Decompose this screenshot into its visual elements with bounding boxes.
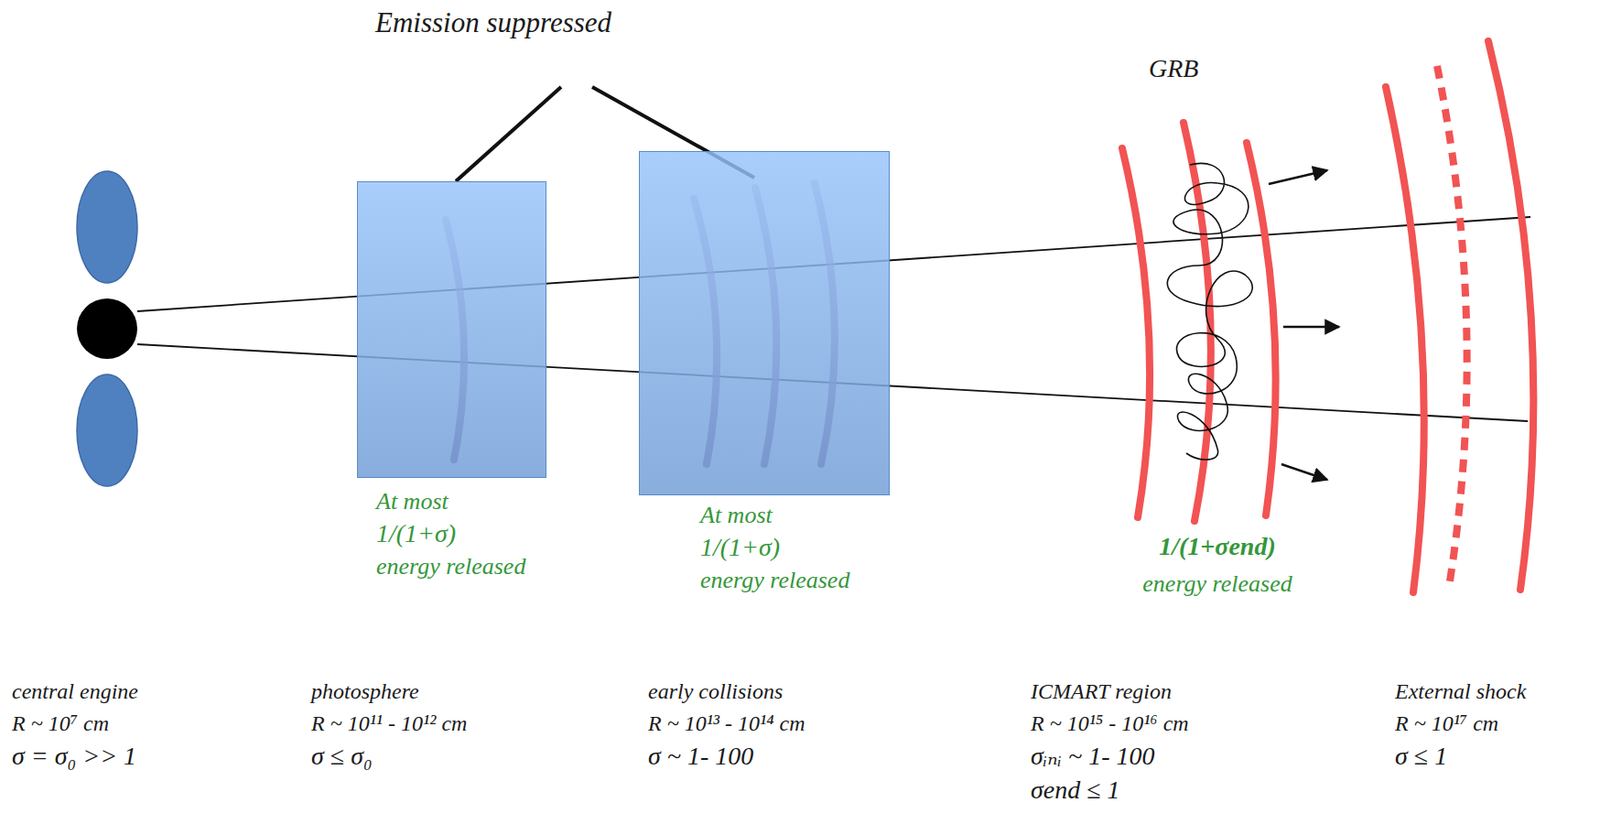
outflow-arrow	[1281, 464, 1328, 480]
tangled-field	[1167, 162, 1253, 460]
suppression-region-box: At most1/(1+σ)energy released	[638, 151, 890, 496]
stage-annotation: R ~ 10¹⁵ - 10¹⁶ cm	[1030, 710, 1190, 737]
stage-annotation: central engine	[11, 678, 139, 705]
stage-annotation: R ~ 10¹³ - 10¹⁴ cm	[648, 710, 806, 737]
stage-annotation: R ~ 10⁷ cm	[11, 710, 109, 737]
outflow-arrow	[1268, 170, 1328, 184]
stage-annotation: σend ≤ 1	[1030, 774, 1121, 806]
disk-lobe	[76, 171, 138, 283]
shell-arc	[1488, 41, 1534, 590]
energy-caption-line: energy released	[700, 564, 850, 596]
energy-caption-line: energy released	[376, 551, 526, 583]
stage-annotation: ICMART region	[1030, 678, 1172, 705]
shock-front	[1437, 65, 1468, 587]
callout-text: Emission suppressed	[375, 5, 612, 40]
stage-annotation: photosphere	[311, 678, 420, 705]
energy-caption: At most1/(1+σ)energy released	[376, 486, 526, 584]
energy-caption-line: 1/(1+σ)	[376, 517, 526, 552]
shell-arc	[1385, 86, 1425, 593]
shell-arc	[1122, 148, 1150, 518]
energy-caption: 1/(1+σend)	[1158, 530, 1276, 563]
stage-annotation: σ ~ 1- 100	[648, 740, 754, 772]
suppression-region-box: At most1/(1+σ)energy released	[356, 181, 547, 478]
region-title: GRB	[1148, 53, 1199, 85]
stage-annotation: σ ≤ σ₀	[311, 740, 373, 772]
stage-annotation: R ~ 10¹¹ - 10¹² cm	[311, 710, 467, 737]
stage-annotation: σᵢₙᵢ ~ 1- 100	[1030, 740, 1156, 772]
energy-caption: At most1/(1+σ)energy released	[700, 499, 850, 597]
outflow-arrow	[1283, 325, 1340, 329]
disk-lobe	[76, 374, 138, 487]
energy-caption-line: At most	[700, 499, 850, 531]
energy-caption-line: At most	[376, 486, 526, 518]
stage-annotation: σ ≤ 1	[1394, 740, 1448, 772]
stage-annotation: early collisions	[648, 678, 783, 705]
black-hole	[76, 298, 138, 359]
leader-line	[455, 86, 562, 182]
energy-caption-line: 1/(1+σ)	[700, 530, 850, 565]
stage-annotation: R ~ 10¹⁷ cm	[1394, 710, 1499, 737]
stage-annotation: σ = σ₀ >> 1	[11, 740, 137, 772]
energy-caption: energy released	[1142, 569, 1292, 598]
shell-arc	[1246, 142, 1276, 516]
stage-annotation: External shock	[1394, 678, 1526, 705]
